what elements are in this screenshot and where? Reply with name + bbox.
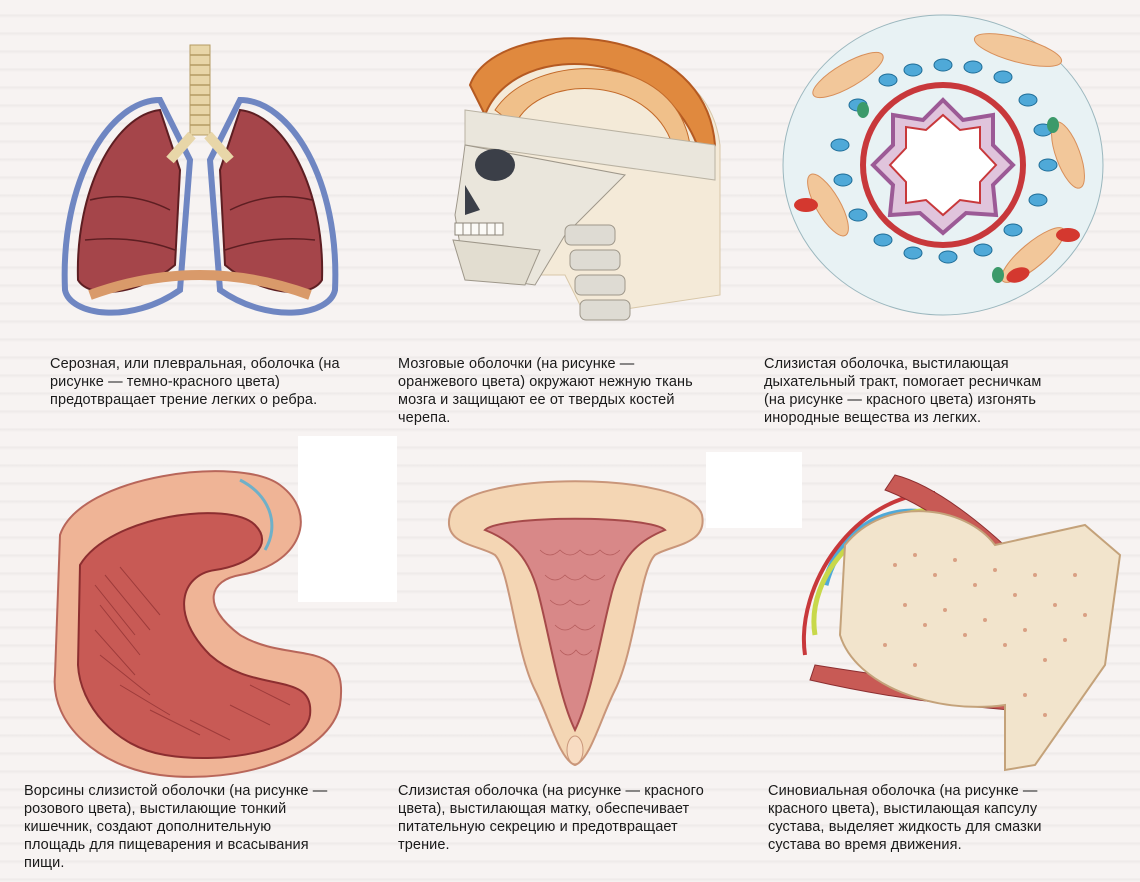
caption-meninges: Мозговые оболочки (на рисунке — оранжево… <box>398 356 693 426</box>
caption-uterus: Слизистая оболочка (на рисунке — красног… <box>398 783 704 853</box>
caption-intestine: Ворсины слизистой оболочки (на рисунке —… <box>24 783 328 871</box>
intestine-illustration <box>40 455 360 785</box>
skull-illustration <box>425 15 725 340</box>
caption-airway: Слизистая оболочка, выстилающая дыхатель… <box>764 356 1042 426</box>
blank-patch <box>298 436 397 602</box>
uterus-illustration <box>440 460 710 770</box>
joint-illustration <box>785 465 1125 775</box>
blank-patch <box>706 452 802 528</box>
caption-synovial: Синовиальная оболочка (на рисунке — крас… <box>768 783 1042 853</box>
caption-serous: Серозная, или плевральная, оболочка (на … <box>50 356 340 408</box>
airway-illustration <box>768 5 1118 325</box>
lungs-illustration <box>50 40 350 330</box>
